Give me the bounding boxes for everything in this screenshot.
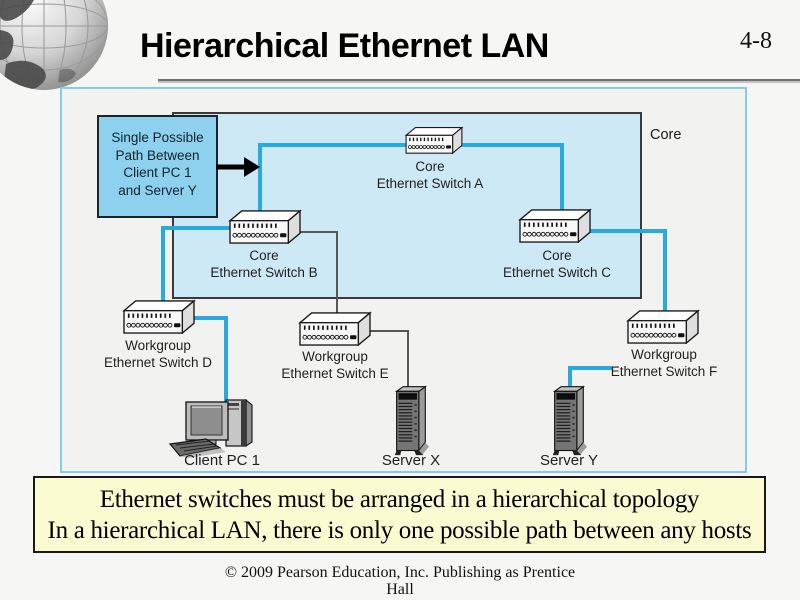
link-switchb-switche-v	[336, 231, 338, 316]
banner-line-2: In a hierarchical LAN, there is only one…	[47, 517, 752, 544]
link-switchf-servery-h	[568, 366, 612, 370]
right-arrow-icon	[216, 157, 260, 177]
title-divider	[158, 79, 800, 83]
switch-b-label: Core Ethernet Switch B	[210, 248, 318, 280]
link-switchd-switchb-h	[161, 226, 230, 230]
link-switche-serverx-h	[367, 330, 409, 332]
server-x-label: Server X	[381, 452, 441, 469]
callout-line: Path Between	[115, 147, 200, 163]
callout-line: Client PC 1	[123, 165, 192, 180]
core-region-label: Core	[650, 127, 682, 143]
server-y-icon	[552, 386, 587, 456]
switch-d-label: Workgroup Ethernet Switch D	[103, 338, 213, 370]
callout-line: and Server Y	[118, 182, 197, 198]
banner-text: Ethernet switches must be arranged in a …	[0, 484, 800, 546]
callout-line: Single Possible	[111, 130, 204, 145]
desktop-pc-icon	[169, 399, 253, 458]
link-switcha-switchc-h	[452, 143, 564, 147]
link-switchc-switchf-v	[663, 229, 667, 312]
callout-box: Single Possible Path Between Client PC 1…	[97, 115, 218, 218]
client-pc1-label: Client PC 1	[184, 452, 260, 469]
link-switcha-switchc-v	[560, 143, 564, 213]
key-point-banner: Ethernet switches must be arranged in a …	[33, 476, 766, 553]
link-switchc-switchf-h	[590, 229, 667, 233]
banner-line-1: Ethernet switches must be arranged in a …	[99, 486, 700, 513]
switch-f-label: Workgroup Ethernet Switch F	[610, 347, 718, 379]
link-switchf-servery-v	[568, 366, 572, 388]
switch-d-icon	[123, 300, 195, 334]
switch-a-icon	[405, 127, 463, 154]
link-pc1-switchd-h	[190, 316, 228, 320]
copyright-footer: © 2009 Pearson Education, Inc. Publishin…	[0, 564, 800, 598]
switch-b-icon	[229, 210, 301, 244]
slide-title: Hierarchical Ethernet LAN	[140, 27, 549, 65]
switch-e-label: Workgroup Ethernet Switch E	[281, 349, 389, 381]
link-switche-serverx-v	[407, 330, 409, 388]
switch-c-label: Core Ethernet Switch C	[502, 248, 612, 280]
globe-icon	[0, 0, 108, 90]
copyright-line-2: Hall	[386, 581, 414, 598]
link-pc1-switchd-v	[224, 316, 228, 402]
link-switchb-switche-h	[297, 231, 338, 233]
switch-a-label: Core Ethernet Switch A	[376, 159, 484, 191]
page-number: 4-8	[740, 28, 772, 54]
link-switchb-switcha-h	[258, 143, 406, 147]
copyright-line-1: © 2009 Pearson Education, Inc. Publishin…	[224, 564, 576, 581]
link-switchd-switchb-v	[161, 226, 165, 302]
switch-c-icon	[519, 209, 591, 243]
server-x-icon	[394, 386, 429, 456]
switch-f-icon	[627, 310, 699, 344]
link-switchb-switcha-v	[258, 143, 262, 213]
server-y-label: Server Y	[539, 452, 599, 469]
switch-e-icon	[299, 312, 371, 346]
